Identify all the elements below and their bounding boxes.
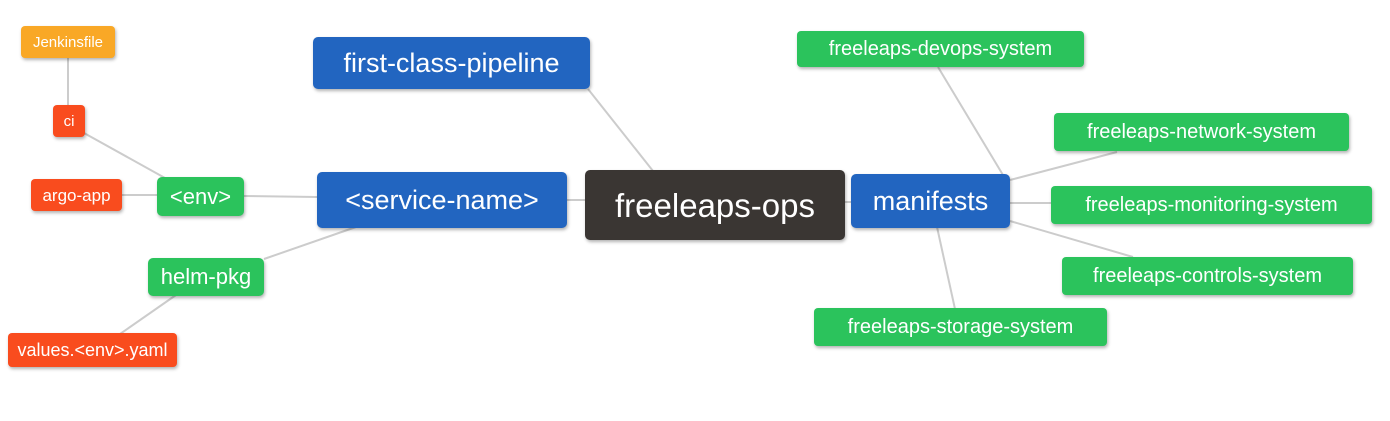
node-service-name[interactable]: <service-name> bbox=[317, 172, 567, 228]
node-devops-system[interactable]: freeleaps-devops-system bbox=[797, 31, 1084, 67]
edge-manifests-devops bbox=[937, 66, 1004, 176]
node-helm-pkg[interactable]: helm-pkg bbox=[148, 258, 264, 296]
edge-manifests-storage bbox=[936, 226, 956, 310]
node-network-system[interactable]: freeleaps-network-system bbox=[1054, 113, 1349, 151]
edge-service-name-helm-pkg bbox=[263, 226, 357, 260]
node-values-env-yaml[interactable]: values.<env>.yaml bbox=[8, 333, 177, 367]
node-controls-system[interactable]: freeleaps-controls-system bbox=[1062, 257, 1353, 295]
node-jenkinsfile[interactable]: Jenkinsfile bbox=[21, 26, 115, 58]
node-root-freeleaps-ops[interactable]: freeleaps-ops bbox=[585, 170, 845, 240]
edge-env-service-name bbox=[243, 195, 318, 198]
node-storage-system[interactable]: freeleaps-storage-system bbox=[814, 308, 1107, 346]
edge-pipeline-root bbox=[587, 88, 654, 172]
node-manifests[interactable]: manifests bbox=[851, 174, 1010, 228]
node-env[interactable]: <env> bbox=[157, 177, 244, 216]
edge-manifests-network bbox=[1009, 151, 1118, 181]
node-argo-app[interactable]: argo-app bbox=[31, 179, 122, 211]
node-monitoring-system[interactable]: freeleaps-monitoring-system bbox=[1051, 186, 1372, 224]
edge-helm-pkg-values bbox=[119, 294, 177, 335]
edge-ci-env bbox=[83, 132, 166, 179]
node-ci[interactable]: ci bbox=[53, 105, 85, 137]
node-first-class-pipeline[interactable]: first-class-pipeline bbox=[313, 37, 590, 89]
edge-manifests-controls bbox=[1009, 220, 1134, 258]
